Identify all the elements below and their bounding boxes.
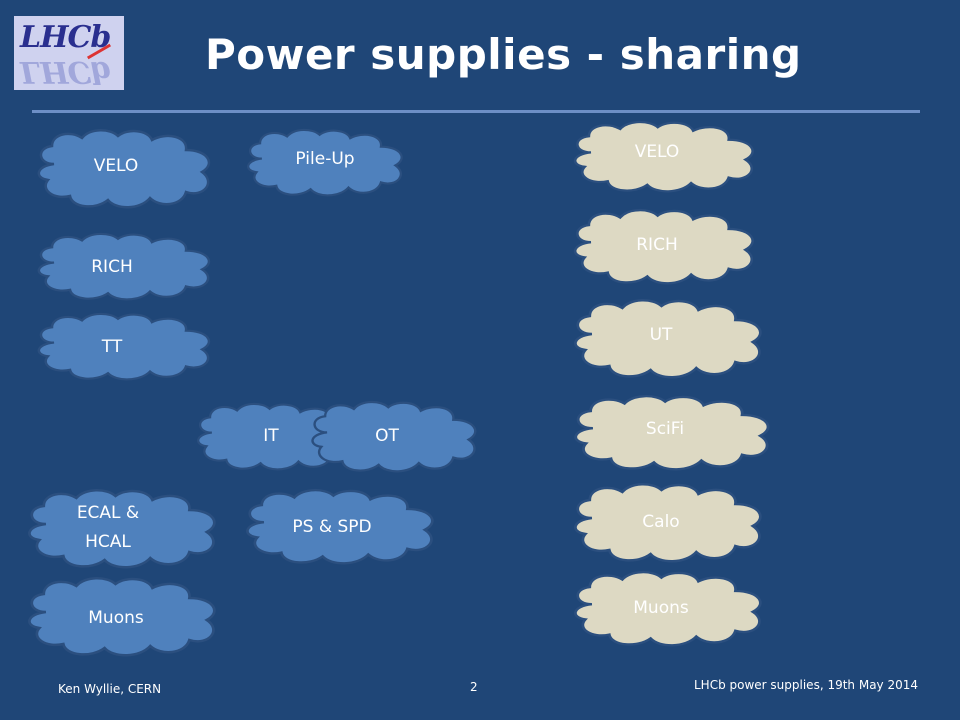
cloud-ecal-hcal-current: ECAL & HCAL [22,488,222,569]
cloud-ut-upgrade: UT [568,298,768,379]
cloud-pileup-current: Pile-Up [242,128,408,197]
cloud-label: VELO [93,155,139,176]
cloud-velo-upgrade: VELO [568,120,760,193]
cloud-label: OT [375,425,399,446]
cloud-label: Muons [633,597,689,618]
lhcb-logo: LHCb LHCb [14,16,124,90]
cloud-calo-upgrade: Calo [568,482,768,563]
title-divider [32,110,920,113]
cloud-label: Calo [642,511,680,532]
cloud-ot-current: OT [306,400,482,473]
cloud-velo-current: VELO [32,128,216,209]
cloud-label: VELO [634,141,680,162]
logo-text: LHCb [20,20,111,55]
cloud-label: UT [649,324,673,345]
cloud-rich-upgrade: RICH [568,208,760,285]
slide-title: Power supplies - sharing [205,30,802,79]
cloud-rich-current: RICH [32,232,216,301]
cloud-muons-upgrade: Muons [568,570,768,647]
cloud-label: ECAL & HCAL [76,503,140,552]
footer-author: Ken Wyllie, CERN [58,682,162,696]
footer-event: LHCb power supplies, 19th May 2014 [694,678,919,692]
cloud-tt-current: TT [32,312,216,381]
cloud-label: Muons [88,607,144,628]
logo-reflection: LHCb [20,54,111,89]
cloud-label: RICH [636,234,678,255]
footer-page-number: 2 [470,680,478,694]
cloud-muons-current: Muons [22,576,222,657]
cloud-scifi-upgrade: SciFi [568,394,776,471]
cloud-label: RICH [91,256,133,277]
cloud-label: TT [101,336,123,357]
cloud-label: Pile-Up [295,148,355,169]
cloud-label: IT [263,425,279,446]
cloud-label: SciFi [645,418,685,439]
cloud-it-current: IT [192,402,358,471]
cloud-ps-spd-current: PS & SPD [240,488,440,565]
cloud-label: PS & SPD [292,516,372,537]
